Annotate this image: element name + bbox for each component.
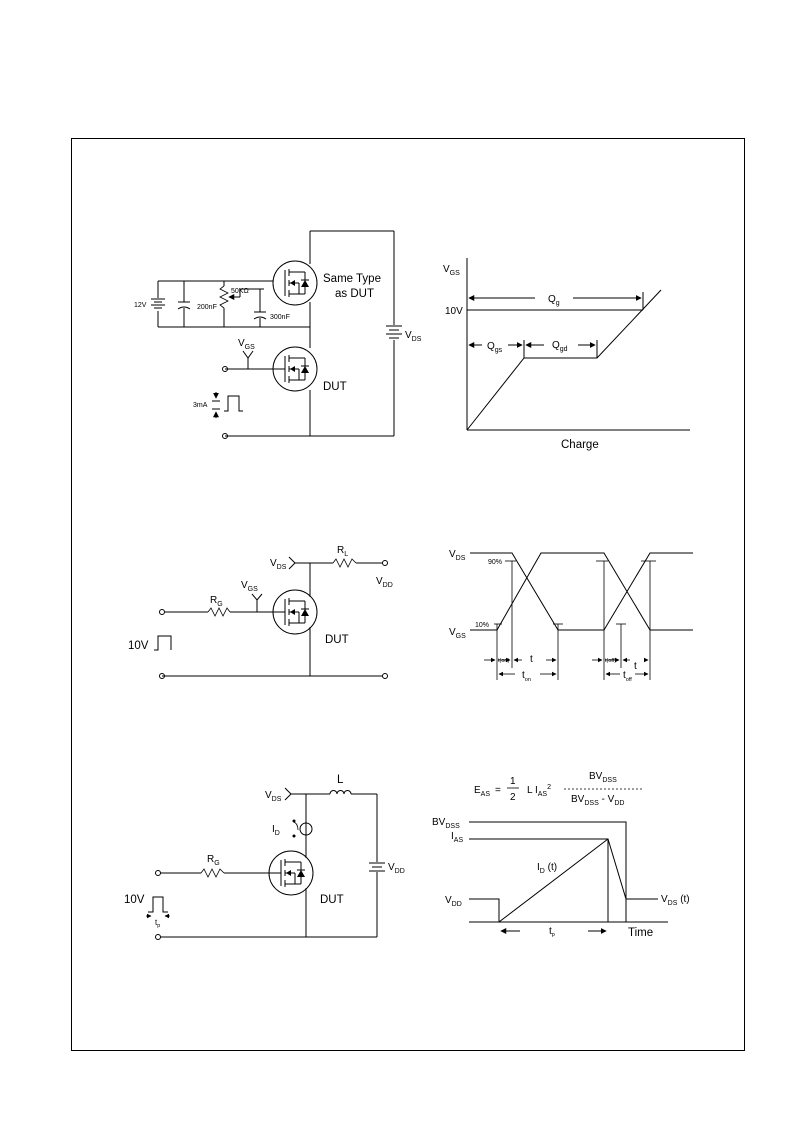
vds-label: VDS: [449, 549, 466, 562]
vgs-label: VGS: [241, 580, 258, 593]
gate-charge-test-circuit: 12V 200nF 50KΩ 300nF Same Type as DUT VG…: [134, 230, 422, 439]
eas-formula: EAS = 1 2 L IAS2 BVDSS BVDSS - VDD: [474, 771, 643, 807]
id-t-label: ID (t): [537, 862, 557, 875]
cap-300nf-label: 300nF: [270, 314, 290, 321]
eas-symbol: EAS: [474, 785, 490, 798]
rg-label: RG: [210, 595, 223, 608]
vds-label: VDS: [270, 558, 287, 571]
vdd-battery-icon: [369, 862, 385, 872]
vds-waveform: [470, 552, 693, 631]
ton-label: ton: [522, 670, 531, 683]
gate-input-terminal: [155, 870, 161, 876]
gate-terminal: [222, 366, 228, 372]
fraction-denominator: 2: [510, 792, 516, 803]
ground-terminal-right: [382, 673, 388, 679]
gate-charge-waveform: VGS 10V Qg Qgs Qgd Charge: [443, 258, 690, 451]
uis-waveform: EAS = 1 2 L IAS2 BVDSS BVDSS - VDD BVDSS…: [432, 771, 690, 939]
bvdss-numerator: BVDSS: [589, 771, 617, 784]
fraction-numerator: 1: [510, 776, 516, 787]
tf-label: t: [634, 661, 637, 672]
current-label: 3mA: [193, 402, 208, 409]
vdd-level-line: [469, 898, 500, 922]
ninety-percent-label: 90%: [488, 559, 502, 566]
vds-label: VDS: [405, 330, 422, 343]
same-type-mosfet-icon: [272, 260, 318, 306]
capacitor-300nf-icon: [253, 311, 267, 320]
gate-charge-curve: [466, 289, 662, 431]
vgs-label: VGS: [449, 627, 466, 640]
dut-label: DUT: [325, 634, 349, 646]
gate-resistor-icon: [200, 868, 225, 878]
vgs-axis-label: VGS: [443, 264, 460, 277]
ias-label: IAS: [451, 831, 463, 844]
same-type-label-2: as DUT: [335, 288, 374, 300]
vdd-label: VDD: [445, 895, 462, 908]
ground-terminal: [159, 673, 165, 679]
capacitor-200nf-icon: [177, 301, 191, 310]
gate-resistor-icon: [207, 607, 231, 617]
tp-label: tp: [155, 918, 160, 929]
rl-label: RL: [337, 545, 348, 558]
id-ramp: [498, 838, 609, 923]
ten-percent-label: 10%: [475, 622, 489, 629]
td-on-label: t(on): [498, 658, 509, 664]
equals-sign: =: [495, 785, 501, 796]
cap-200nf-label: 200nF: [197, 304, 217, 311]
qgs-label: Qgs: [487, 341, 503, 354]
uis-test-circuit: VDS L ID RG VDD 10V tp DUT: [124, 774, 405, 940]
source-terminal: [222, 433, 228, 439]
switching-test-circuit: VDS RL VDD RG VGS 10V DUT: [128, 545, 393, 679]
tr-label: t: [530, 654, 533, 665]
vds-battery: [386, 325, 402, 339]
vdd-label: VDD: [376, 576, 393, 589]
ground-terminal: [155, 934, 161, 940]
vds-label: VDS: [265, 790, 282, 803]
figure-frame: [71, 138, 745, 1051]
pulse-label: 10V: [128, 640, 149, 652]
dut-label: DUT: [323, 381, 347, 393]
current-pulse-icon: [224, 395, 243, 412]
td-off-label: t(off): [605, 658, 616, 664]
pot-label: 50KΩ: [231, 288, 249, 295]
charge-axis-label: Charge: [561, 439, 599, 451]
id-label: ID: [272, 824, 280, 837]
pulse-label: 10V: [124, 894, 145, 906]
toff-label: toff: [623, 670, 632, 683]
dut-label: DUT: [320, 894, 344, 906]
vds-t-label: VDS (t): [661, 894, 690, 907]
potentiometer-icon: [219, 285, 229, 309]
load-resistor-icon: [332, 558, 357, 568]
qgd-label: Qgd: [552, 340, 568, 353]
same-type-label-1: Same Type: [323, 273, 381, 285]
rg-label: RG: [207, 854, 220, 867]
gate-input-terminal: [159, 609, 165, 615]
current-probe-icon: [299, 822, 313, 836]
bvdss-label: BVDSS: [432, 817, 460, 830]
gate-pulse-icon: [154, 635, 172, 651]
vds-decay: [607, 838, 658, 900]
vdd-terminal: [382, 560, 388, 566]
battery-12v-icon: [151, 298, 165, 309]
ten-volt-label: 10V: [445, 306, 463, 317]
vgs-label: VGS: [238, 338, 255, 351]
switching-waveform: VDS 90% 10% VGS t(on) t t(off) t ton tof…: [449, 549, 693, 683]
inductor-icon: [329, 790, 352, 795]
battery-label: 12V: [134, 302, 147, 309]
qg-label: Qg: [548, 294, 560, 307]
l-ias-term: L IAS2: [527, 784, 551, 798]
vgs-waveform: [470, 552, 693, 631]
bvdss-vdd-denominator: BVDSS - VDD: [571, 794, 624, 807]
vdd-label: VDD: [388, 862, 405, 875]
tp-label: tp: [549, 926, 555, 938]
time-axis-label: Time: [628, 927, 653, 939]
gate-pulse-icon: [148, 896, 168, 913]
inductor-label: L: [337, 774, 344, 786]
